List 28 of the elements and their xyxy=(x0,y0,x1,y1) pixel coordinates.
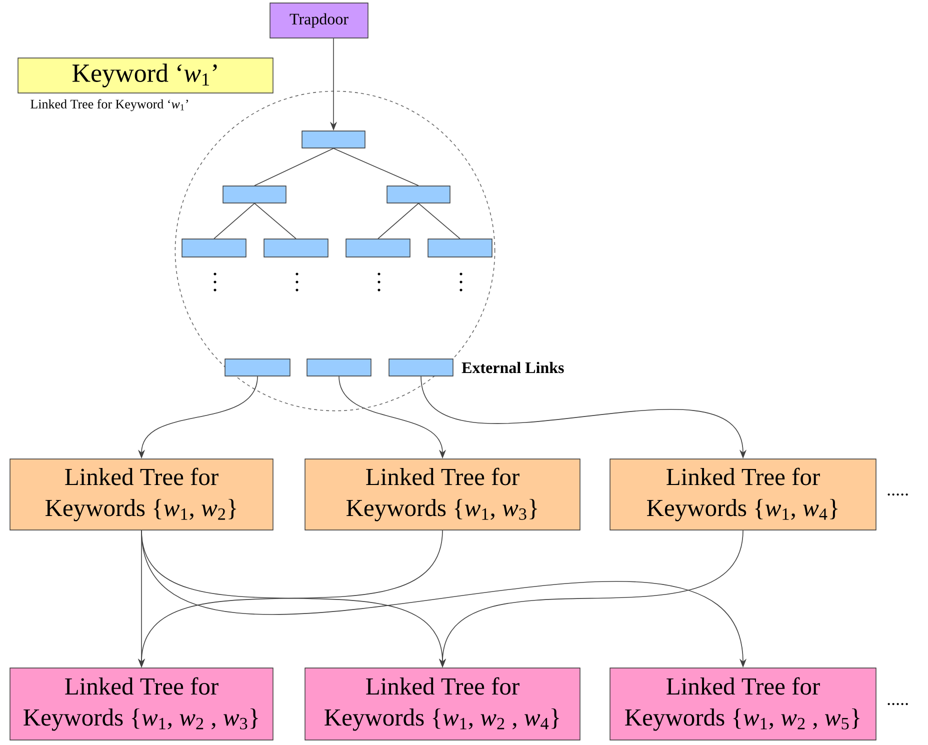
connector-line xyxy=(254,202,296,240)
tree-node-box xyxy=(182,238,246,258)
tree-node-box xyxy=(388,358,454,376)
continuation-dots: ..... xyxy=(888,493,908,496)
external-links-label: External Links xyxy=(462,362,564,374)
tree-node-box xyxy=(222,186,286,204)
connector-line xyxy=(214,202,255,240)
connector-line xyxy=(378,202,419,240)
tree-node-box xyxy=(264,238,328,258)
connector-line xyxy=(418,202,460,240)
tree-box: Linked Tree for Keywords {w$_{1}$, w$_{2}$ , w$_{4}$} xyxy=(304,668,580,740)
tree-node-box xyxy=(386,186,450,204)
tree-box: Linked Tree for Keywords {w$_{1}$, w$_{2}$ , w$_{5}$} xyxy=(610,668,876,740)
tree-box: Linked Tree for Keywords {w$_{1}$, w$_{3}$} xyxy=(304,458,580,530)
tree-box: Linked Tree for Keywords {w$_{1}$, w$_{2}$} xyxy=(10,458,274,530)
tree-node-box xyxy=(224,358,290,376)
tree-node-box xyxy=(428,238,492,258)
tree-box: Linked Tree for Keywords {w$_{1}$, w$_{2}$ , w$_{3}$} xyxy=(10,668,274,740)
continuation-dots: ..... xyxy=(888,702,908,706)
keyword-box: Keyword ‘w$_{1}$’ xyxy=(18,58,274,94)
connector-line xyxy=(254,148,334,186)
tree-node-box xyxy=(302,130,366,148)
heading: Linked Tree for Keyword ‘w$_{1}$’ xyxy=(30,99,188,112)
label-box: Trapdoor xyxy=(270,2,368,38)
tree-node-box xyxy=(346,238,410,258)
tree-node-box xyxy=(306,358,372,376)
connector-line xyxy=(333,148,419,186)
tree-box: Linked Tree for Keywords {w$_{1}$, w$_{4}$} xyxy=(610,458,876,530)
